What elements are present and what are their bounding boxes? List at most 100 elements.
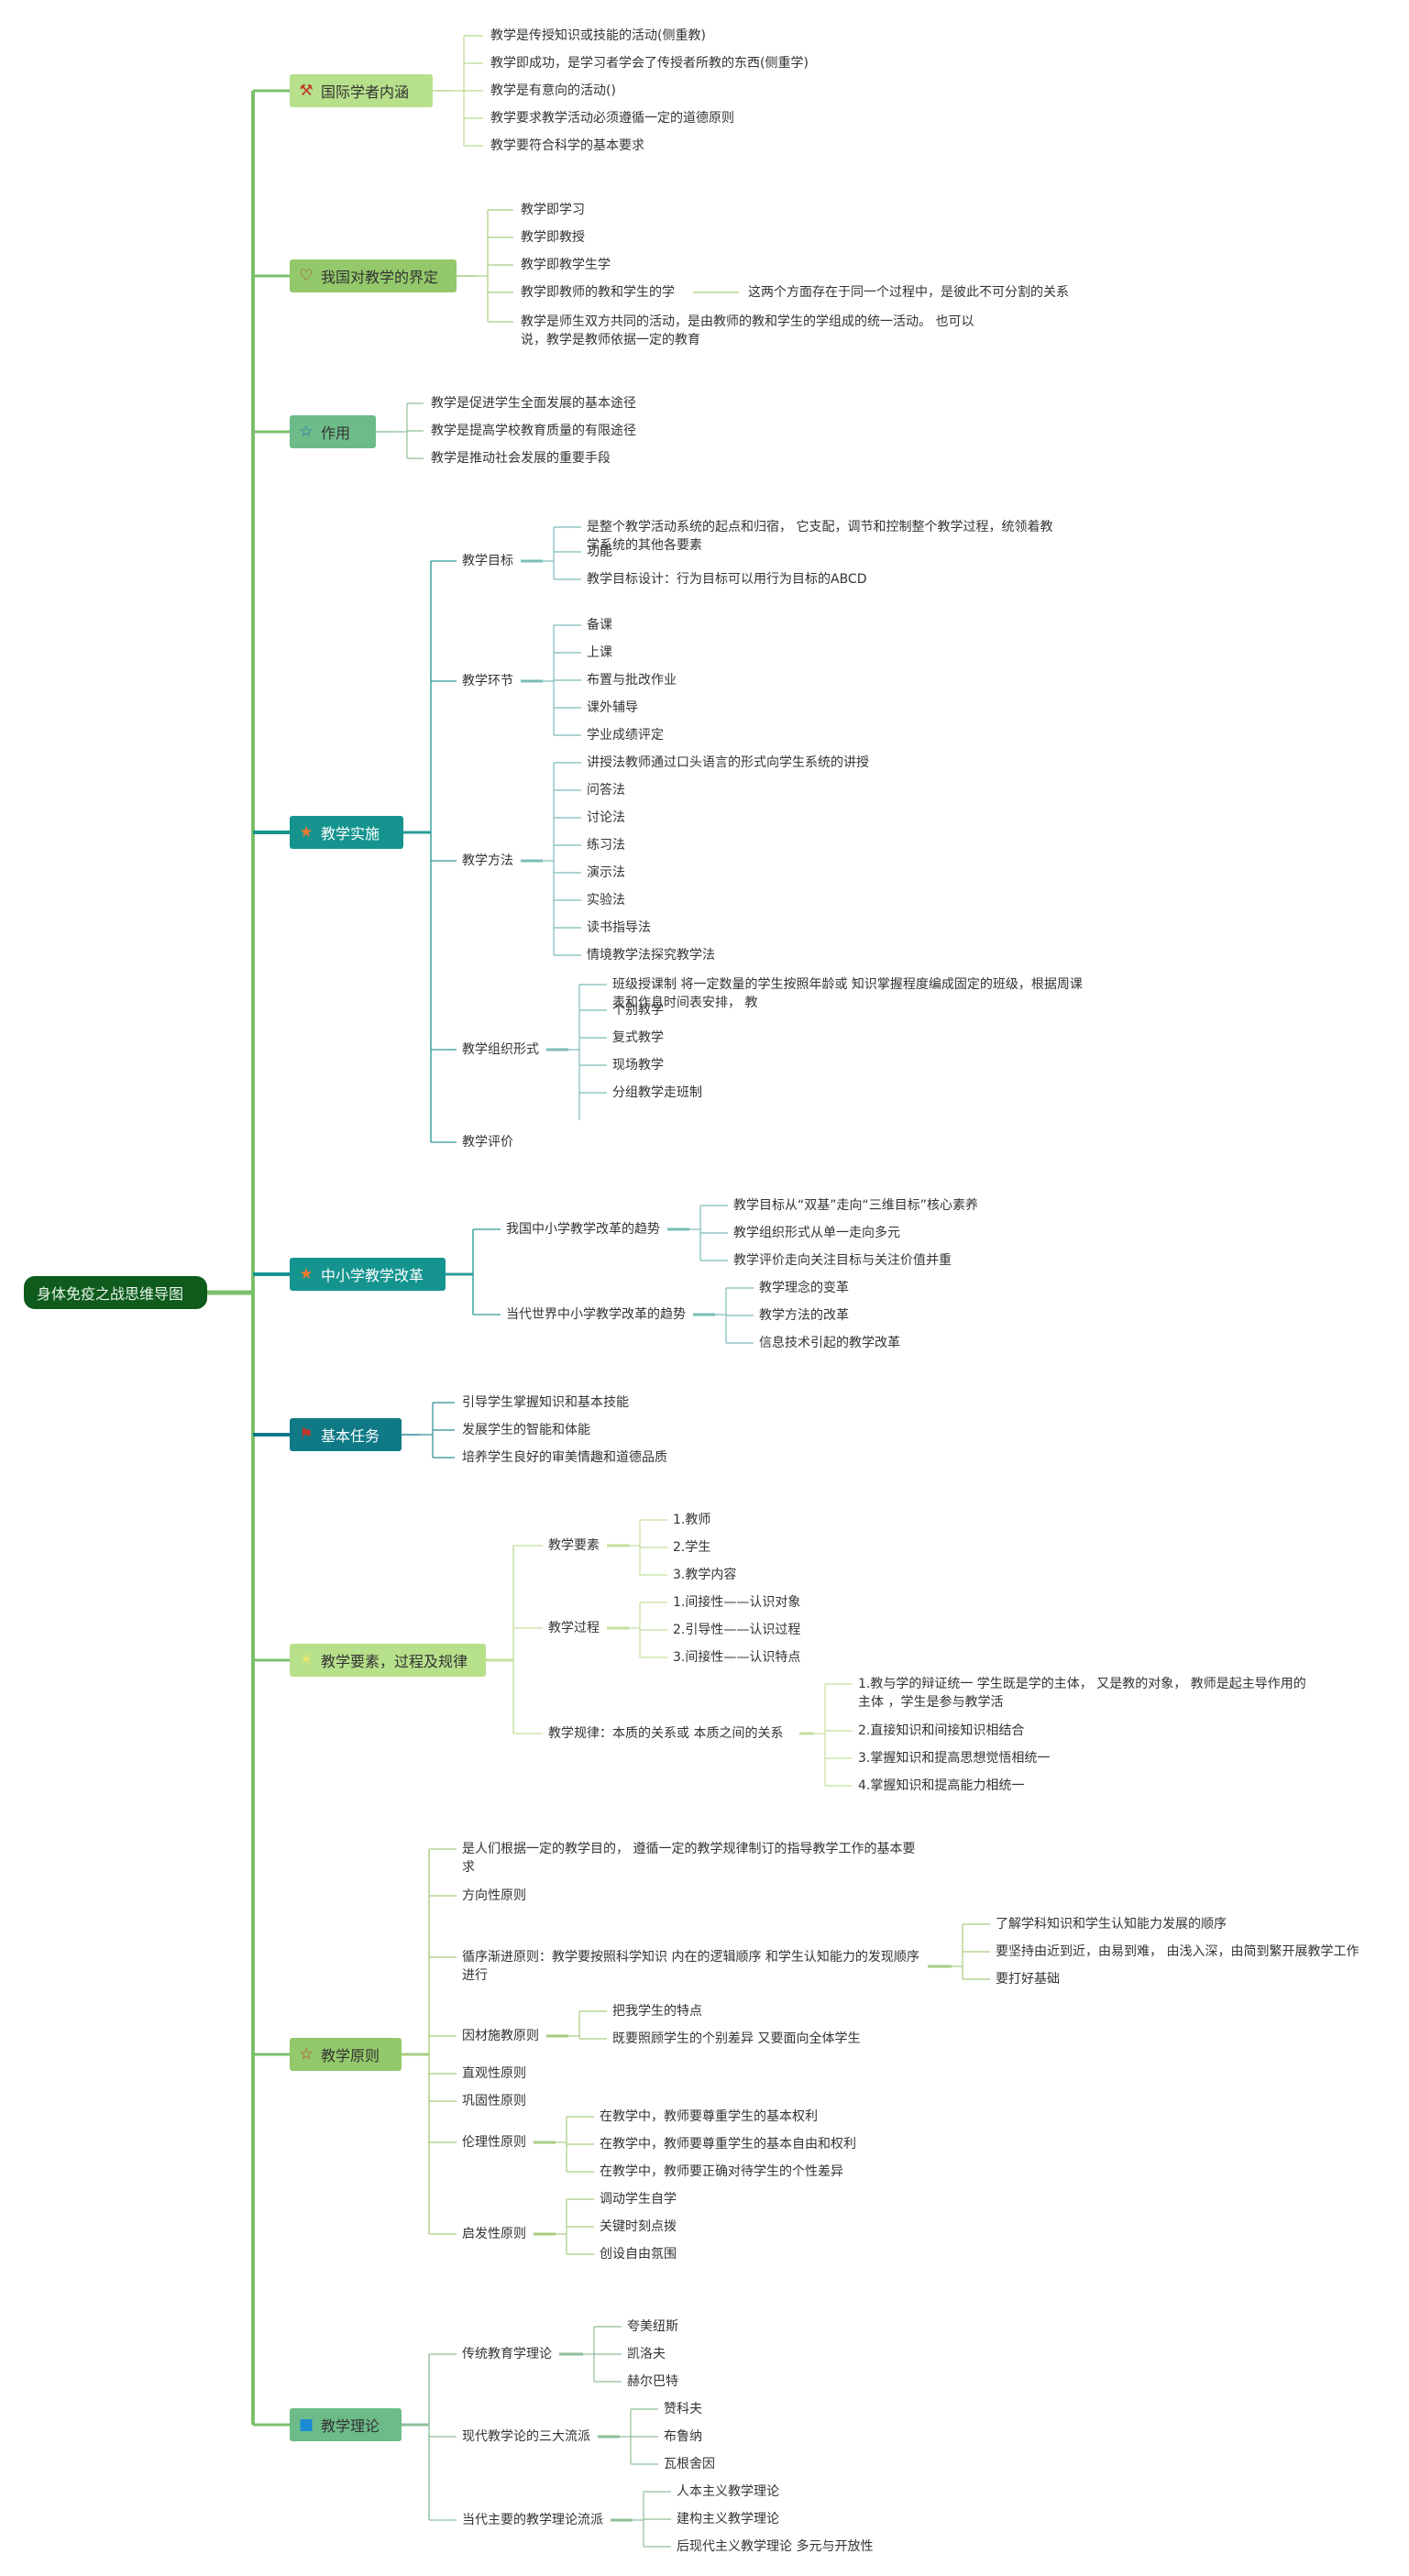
- leaf-item[interactable]: 教学即学习: [521, 203, 585, 217]
- leaf-item[interactable]: 在教学中，教师要正确对待学生的个性差异: [600, 2164, 843, 2179]
- leaf-item[interactable]: 1.教师: [673, 1513, 711, 1527]
- leaf-item[interactable]: 在教学中，教师要尊重学生的基本权利: [600, 2109, 818, 2124]
- sub-topic[interactable]: 当代世界中小学教学改革的趋势: [506, 1307, 686, 1322]
- sub-topic[interactable]: 启发性原则: [462, 2227, 526, 2241]
- sub-topic[interactable]: 教学方法: [462, 853, 513, 868]
- leaf-item[interactable]: 3.掌握知识和提高思想觉悟相统一: [858, 1751, 1051, 1766]
- leaf-item[interactable]: 课外辅导: [587, 700, 638, 715]
- leaf-item[interactable]: 要坚持由近到近，由易到难， 由浅入深，由简到繁开展教学工作: [996, 1944, 1359, 1959]
- leaf-item[interactable]: 教学是师生双方共同的活动，是由教师的教和学生的学组成的统一活动。 也可以说，教学…: [521, 314, 974, 347]
- leaf-item[interactable]: 在教学中，教师要尊重学生的基本自由和权利: [600, 2137, 856, 2152]
- leaf-item[interactable]: 3.教学内容: [673, 1568, 737, 1582]
- leaf-item[interactable]: 学业成绩评定: [587, 728, 664, 743]
- branch-topic-7[interactable]: ☆教学原则: [290, 2038, 402, 2071]
- leaf-item[interactable]: 个别教学: [612, 1003, 664, 1018]
- sub-topic[interactable]: 教学环节: [462, 674, 513, 688]
- sub-topic[interactable]: 伦理性原则: [462, 2135, 526, 2150]
- leaf-item[interactable]: 读书指导法: [587, 920, 651, 935]
- leaf-item[interactable]: 夸美纽斯: [627, 2319, 678, 2334]
- sub-topic[interactable]: 教学组织形式: [462, 1042, 539, 1057]
- leaf-item[interactable]: 教学是有意向的活动(): [490, 83, 616, 98]
- leaf-item[interactable]: 教学理念的变革: [759, 1281, 849, 1295]
- leaf-item[interactable]: 要打好基础: [996, 1972, 1060, 1987]
- branch-topic-2[interactable]: ☆作用: [290, 415, 376, 448]
- leaf-item[interactable]: 布置与批改作业: [587, 673, 677, 688]
- sub-topic[interactable]: 因材施教原则: [462, 2029, 539, 2043]
- leaf-item[interactable]: 1.间接性——认识对象: [673, 1595, 801, 1610]
- leaf-item[interactable]: 1.教与学的辩证统一 学生既是学的主体， 又是教的对象， 教师是起主导作用的主体…: [858, 1677, 1306, 1710]
- leaf-item[interactable]: 教学要求教学活动必须遵循一定的道德原则: [490, 111, 734, 126]
- leaf-item[interactable]: 瓦根舍因: [664, 2457, 715, 2471]
- leaf-item[interactable]: 信息技术引起的教学改革: [759, 1336, 900, 1350]
- leaf-item[interactable]: 赫尔巴特: [627, 2374, 678, 2389]
- sub-topic[interactable]: 教学过程: [548, 1621, 600, 1635]
- leaf-item[interactable]: 班级授课制 将一定数量的学生按照年龄或 知识掌握程度编成固定的班级，根据周课表和…: [612, 977, 1083, 1010]
- sub-topic[interactable]: 直观性原则: [462, 2066, 526, 2081]
- sub-topic[interactable]: 现代教学论的三大流派: [462, 2429, 590, 2444]
- branch-topic-8[interactable]: ■教学理论: [290, 2408, 402, 2441]
- branch-topic-1[interactable]: ♡我国对教学的界定: [290, 259, 457, 292]
- leaf-item[interactable]: 是整个教学活动系统的起点和归宿， 它支配，调节和控制整个教学过程，统领着教学系统…: [587, 520, 1053, 553]
- leaf-item[interactable]: 建构主义教学理论: [677, 2512, 779, 2526]
- leaf-item[interactable]: 后现代主义教学理论 多元与开放性: [677, 2539, 874, 2554]
- leaf-item[interactable]: 4.掌握知识和提高能力相统一: [858, 1778, 1025, 1793]
- branch-topic-0[interactable]: ⚒国际学者内涵: [290, 74, 433, 107]
- leaf-item[interactable]: 赞科夫: [664, 2402, 702, 2416]
- sub-topic[interactable]: 当代主要的教学理论流派: [462, 2513, 603, 2527]
- sub-topic[interactable]: 教学规律：本质的关系或 本质之间的关系: [548, 1726, 784, 1741]
- sub-topic[interactable]: 我国中小学教学改革的趋势: [506, 1222, 660, 1237]
- leaf-item[interactable]: 既要照顾学生的个别差异 又要面向全体学生: [612, 2031, 861, 2046]
- leaf-item[interactable]: 教学是促进学生全面发展的基本途径: [431, 396, 636, 411]
- leaf-item[interactable]: 演示法: [587, 865, 625, 880]
- leaf-item[interactable]: 情境教学法探究教学法: [587, 948, 715, 963]
- leaf-item[interactable]: 2.学生: [673, 1540, 711, 1555]
- leaf-item[interactable]: 教学是提高学校教育质量的有限途径: [431, 424, 636, 438]
- branch-topic-3[interactable]: ★教学实施: [290, 816, 403, 849]
- leaf-item[interactable]: 布鲁纳: [664, 2429, 702, 2444]
- leaf-item[interactable]: 凯洛夫: [627, 2347, 666, 2361]
- leaf-item[interactable]: 发展学生的智能和体能: [462, 1423, 590, 1437]
- leaf-item[interactable]: 关键时刻点拨: [600, 2219, 677, 2234]
- root-topic[interactable]: 身体免疫之战思维导图: [24, 1276, 207, 1309]
- leaf-item[interactable]: 了解学科知识和学生认知能力发展的顺序: [996, 1917, 1227, 1932]
- leaf-item[interactable]: 现场教学: [612, 1058, 664, 1073]
- leaf-item[interactable]: 功能: [587, 545, 612, 559]
- leaf-item[interactable]: 3.间接性——认识特点: [673, 1650, 801, 1665]
- leaf-item[interactable]: 教学即教学生学: [521, 258, 611, 272]
- sub-topic[interactable]: 方向性原则: [462, 1888, 526, 1903]
- leaf-item[interactable]: 教学目标设计：行为目标可以用行为目标的ABCD: [587, 572, 867, 587]
- leaf-item[interactable]: 实验法: [587, 893, 625, 908]
- leaf-item[interactable]: 教学即教授: [521, 230, 585, 245]
- leaf-item[interactable]: 2.引导性——认识过程: [673, 1623, 801, 1637]
- leaf-item[interactable]: 讲授法教师通过口头语言的形式向学生系统的讲授: [587, 755, 869, 770]
- leaf-item[interactable]: 复式教学: [612, 1030, 664, 1045]
- branch-topic-4[interactable]: ★中小学教学改革: [290, 1258, 446, 1291]
- leaf-item[interactable]: 教学要符合科学的基本要求: [490, 138, 644, 153]
- leaf-item[interactable]: 教学评价走向关注目标与关注价值并重: [733, 1253, 952, 1268]
- leaf-item[interactable]: 讨论法: [587, 810, 625, 825]
- branch-topic-6[interactable]: ☀教学要素，过程及规律: [290, 1644, 486, 1677]
- leaf-item[interactable]: 培养学生良好的审美情趣和道德品质: [462, 1450, 667, 1465]
- sub-topic[interactable]: 教学目标: [462, 554, 513, 568]
- leaf-item[interactable]: 练习法: [587, 838, 625, 853]
- leaf-item[interactable]: 引导学生掌握知识和基本技能: [462, 1395, 629, 1410]
- leaf-item[interactable]: 把我学生的特点: [612, 2004, 702, 2019]
- leaf-item[interactable]: 问答法: [587, 783, 625, 798]
- branch-topic-5[interactable]: ⚑基本任务: [290, 1418, 402, 1451]
- relation-note[interactable]: 这两个方面存在于同一个过程中，是彼此不可分割的关系: [748, 285, 1069, 300]
- leaf-item[interactable]: 教学目标从“双基”走向“三维目标”核心素养: [733, 1198, 979, 1213]
- leaf-item[interactable]: 教学方法的改革: [759, 1308, 849, 1323]
- sub-topic[interactable]: 教学评价: [462, 1135, 513, 1150]
- sub-topic[interactable]: 传统教育学理论: [462, 2347, 552, 2361]
- leaf-item[interactable]: 教学即成功，是学习者学会了传授者所教的东西(侧重学): [490, 56, 809, 71]
- leaf-item[interactable]: 教学即教师的教和学生的学: [521, 285, 675, 300]
- leaf-item[interactable]: 教学是传授知识或技能的活动(侧重教): [490, 28, 706, 43]
- leaf-item[interactable]: 创设自由氛围: [600, 2247, 677, 2262]
- sub-topic[interactable]: 是人们根据一定的教学目的， 遵循一定的教学规律制订的指导教学工作的基本要求: [462, 1842, 916, 1875]
- leaf-item[interactable]: 调动学生自学: [600, 2192, 677, 2207]
- sub-topic[interactable]: 循序渐进原则：教学要按照科学知识 内在的逻辑顺序 和学生认知能力的发现顺序进行: [462, 1950, 919, 1983]
- leaf-item[interactable]: 上课: [587, 645, 612, 660]
- leaf-item[interactable]: 备课: [587, 618, 612, 633]
- sub-topic[interactable]: 教学要素: [548, 1538, 600, 1553]
- leaf-item[interactable]: 2.直接知识和间接知识相结合: [858, 1723, 1025, 1738]
